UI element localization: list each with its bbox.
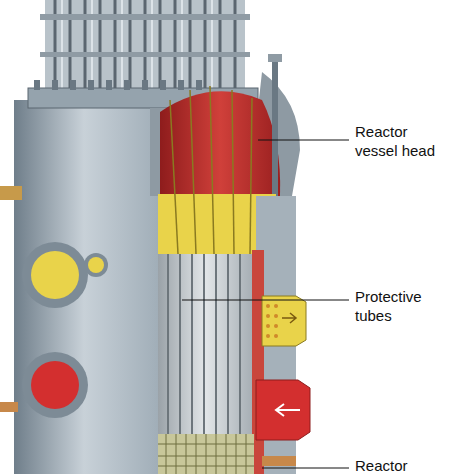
head-stud-nut xyxy=(268,54,282,62)
part-label: Reactor xyxy=(355,456,447,474)
leader-line xyxy=(262,468,349,469)
inlet-arrow xyxy=(276,404,300,416)
drive-housing xyxy=(45,0,245,92)
drive-highlights xyxy=(62,0,212,90)
core-barrel xyxy=(158,254,252,434)
fuel-grid xyxy=(158,434,254,474)
leader-line xyxy=(182,300,349,301)
outlet-nozzle xyxy=(262,296,306,346)
support-lug xyxy=(0,402,18,412)
head-stud xyxy=(272,58,278,198)
small-nozzle xyxy=(88,257,104,273)
part-label: Protective tubes xyxy=(355,287,447,325)
flange-bolts xyxy=(34,80,202,90)
nozzle-ring xyxy=(22,242,88,308)
part-label: Reactor vessel head xyxy=(355,122,447,160)
fuel-assemblies xyxy=(158,434,254,474)
support-lug xyxy=(262,456,296,466)
outlet-arrow xyxy=(282,313,296,323)
guide-rods xyxy=(170,86,252,254)
drive-tubes xyxy=(55,0,235,90)
outlet-holes xyxy=(266,304,278,338)
drive-band xyxy=(40,52,250,57)
inlet-nozzle xyxy=(256,380,310,440)
head-interior xyxy=(160,91,280,196)
outlet-nozzle-front xyxy=(31,251,79,299)
leader-line xyxy=(258,140,349,141)
nozzle-ring xyxy=(22,352,88,418)
inlet-nozzle-front xyxy=(31,361,79,409)
nozzle-ring xyxy=(84,253,108,277)
drive-band xyxy=(40,14,250,20)
protective-tubes-drawing xyxy=(168,254,240,434)
support-lug xyxy=(0,186,22,200)
